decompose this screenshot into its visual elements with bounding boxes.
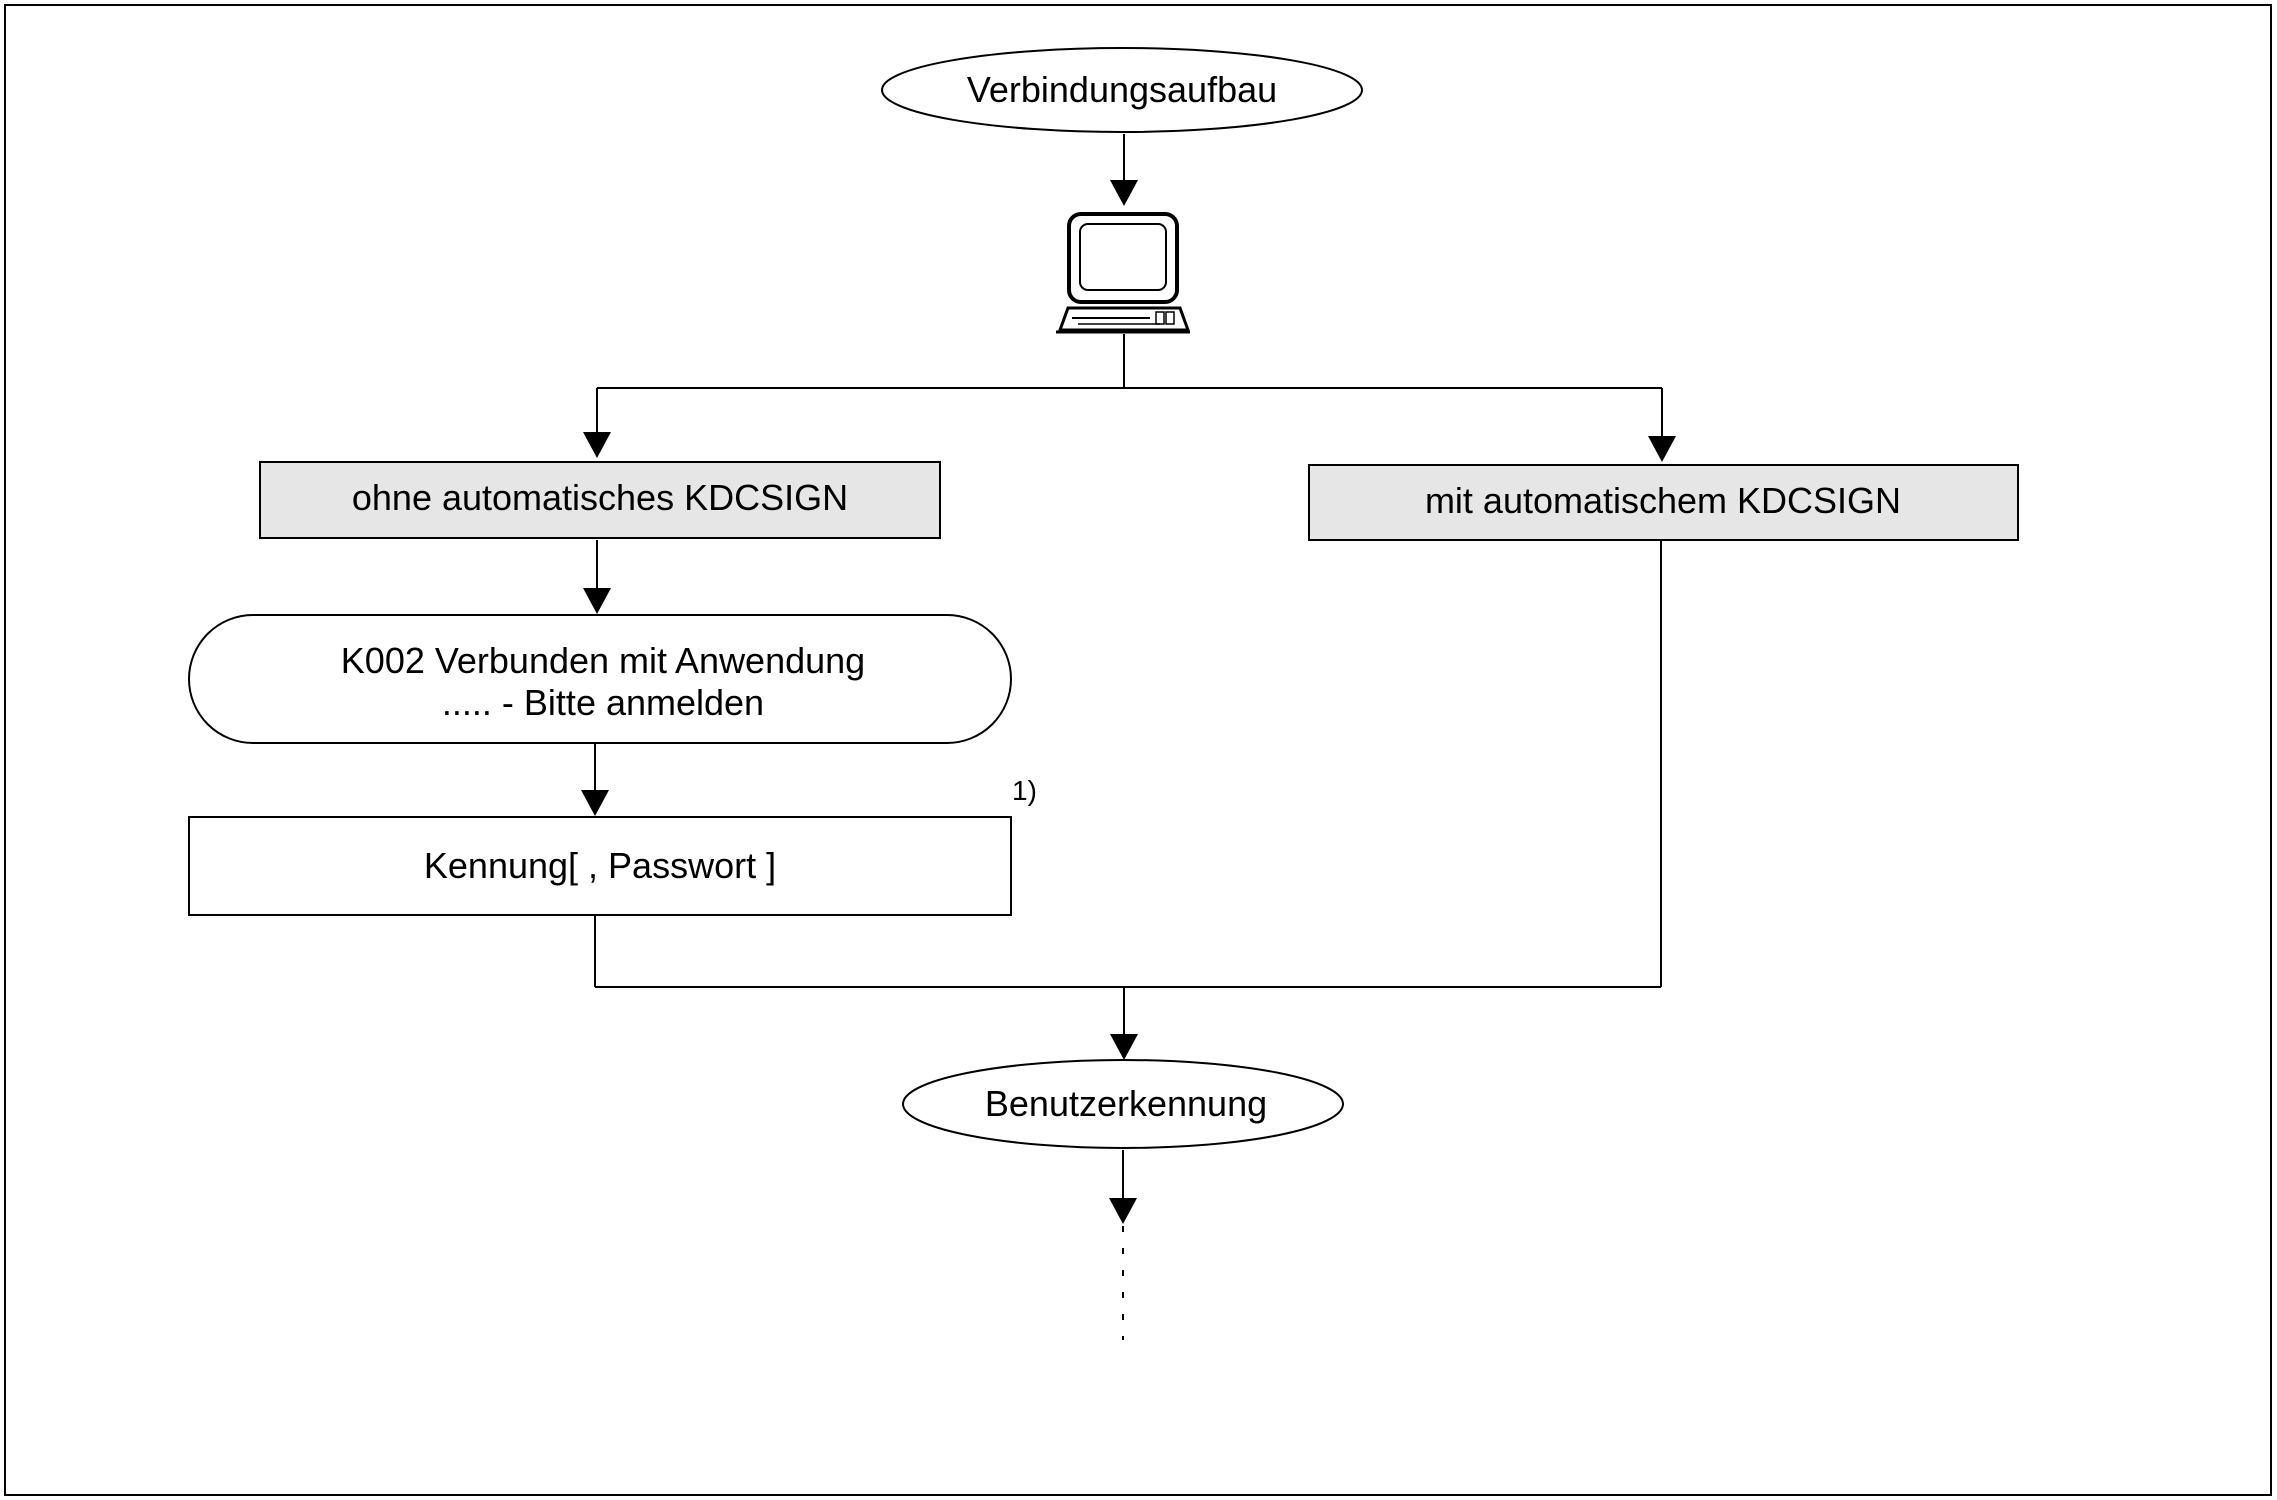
arrow-left-to-message: [583, 540, 611, 614]
branch-right-box: mit automatischem KDCSIGN: [1308, 464, 2019, 541]
end-node: Benutzerkennung: [902, 1059, 1344, 1149]
start-node: Verbindungsaufbau: [881, 47, 1363, 133]
message-box: K002 Verbunden mit Anwendung ..... - Bit…: [188, 614, 1012, 744]
branch-right-label: mit automatischem KDCSIGN: [1425, 480, 1901, 521]
footnote-marker: 1): [1012, 775, 1037, 806]
computer-terminal-icon: [1056, 212, 1191, 334]
input-box: Kennung[ , Passwort ]: [188, 816, 1012, 916]
message-line2: ..... - Bitte anmelden: [442, 682, 764, 723]
branch-left-label: ohne automatisches KDCSIGN: [352, 477, 848, 518]
end-label: Benutzerkennung: [985, 1083, 1267, 1124]
merge-connector: [594, 541, 1662, 1060]
message-line1: K002 Verbunden mit Anwendung: [341, 640, 865, 681]
split-connector: [583, 334, 1676, 462]
branch-left-box: ohne automatisches KDCSIGN: [259, 461, 941, 539]
diagram-frame: [4, 4, 2272, 1496]
input-label: Kennung[ , Passwort ]: [424, 845, 776, 886]
arrow-message-to-input: [581, 744, 609, 816]
start-label: Verbindungsaufbau: [967, 69, 1277, 110]
continuation-arrow: [1109, 1150, 1137, 1340]
arrow-start-to-terminal: [1110, 134, 1138, 206]
